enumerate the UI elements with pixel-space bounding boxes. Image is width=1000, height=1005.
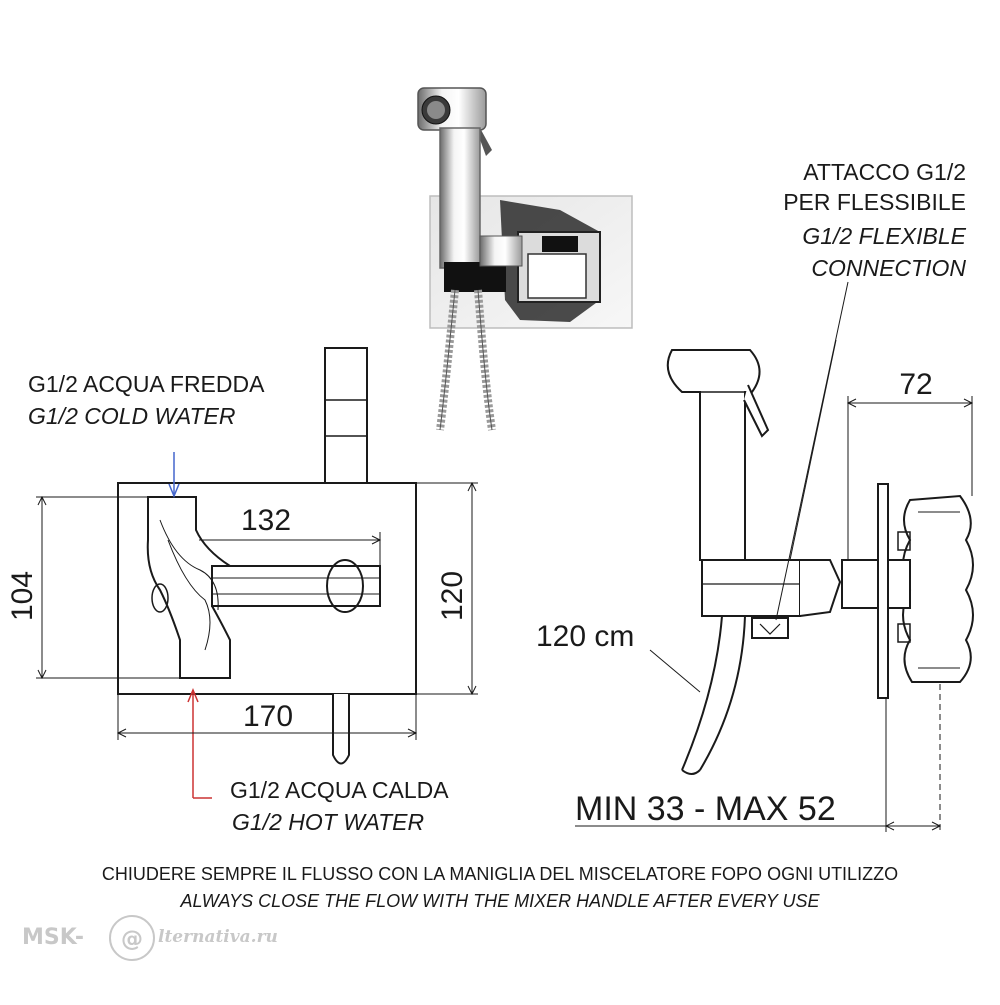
front-view-cartridge — [211, 565, 381, 607]
front-view-top-spout — [324, 347, 368, 484]
side-view-holder — [701, 559, 801, 617]
usage-note-it: CHIUDERE SEMPRE IL FLUSSO CON LA MANIGLI… — [102, 864, 898, 884]
front-view-body — [117, 482, 417, 695]
side-view-hose — [681, 615, 746, 771]
front-view-bottom-stem — [332, 694, 350, 765]
flexible-connection-fitting — [751, 617, 789, 639]
dimension-120-label: 120 — [436, 571, 469, 621]
side-view — [575, 281, 974, 832]
watermark-brand: MSK- — [22, 925, 84, 950]
front-view-mixer-body — [146, 496, 234, 679]
watermark-domain: lternativa.ru — [158, 927, 278, 947]
flexible-connection-label-2: PER FLESSIBILE — [783, 189, 966, 215]
dimension-104 — [36, 495, 180, 680]
flexible-leader-line — [775, 281, 849, 621]
hose-leader-line — [649, 649, 701, 693]
dimension-104-label: 104 — [6, 571, 39, 621]
watermark-logo — [109, 915, 155, 961]
hot-water-label: G1/2 ACQUA CALDA — [230, 777, 449, 803]
dimension-72-label: 72 — [899, 368, 932, 401]
dimension-72 — [846, 396, 974, 560]
side-view-wall-plate — [877, 483, 889, 699]
watermark-symbol: @ — [121, 927, 143, 952]
usage-note-en: ALWAYS CLOSE THE FLOW WITH THE MIXER HAN… — [179, 891, 820, 911]
side-view-trigger — [743, 384, 770, 438]
wall-range-label: MIN 33 - MAX 52 — [575, 790, 836, 828]
cold-water-label: G1/2 ACQUA FREDDA — [28, 371, 265, 397]
watermark: MSK- @ lternativa.ru — [22, 915, 278, 961]
hose-length-label: 120 cm — [536, 620, 634, 653]
product-photo — [417, 87, 633, 431]
side-view-mixer-body — [902, 494, 974, 683]
flexible-connection-label: ATTACCO G1/2 — [803, 159, 966, 185]
front-view — [36, 347, 478, 799]
flexible-connection-label-en-2: CONNECTION — [811, 255, 966, 281]
dimension-min-max — [575, 684, 942, 832]
dimension-170 — [116, 694, 418, 740]
dimension-120 — [416, 481, 478, 696]
dimension-132 — [199, 532, 382, 566]
flexible-connection-label-en: G1/2 FLEXIBLE — [802, 223, 966, 249]
hot-water-label-en: G1/2 HOT WATER — [232, 809, 424, 835]
dimension-170-label: 170 — [243, 700, 293, 733]
photo-handle — [439, 127, 481, 269]
dimension-132-label: 132 — [241, 504, 291, 537]
side-view-spray-head — [666, 349, 761, 561]
cold-water-label-en: G1/2 COLD WATER — [28, 403, 235, 429]
